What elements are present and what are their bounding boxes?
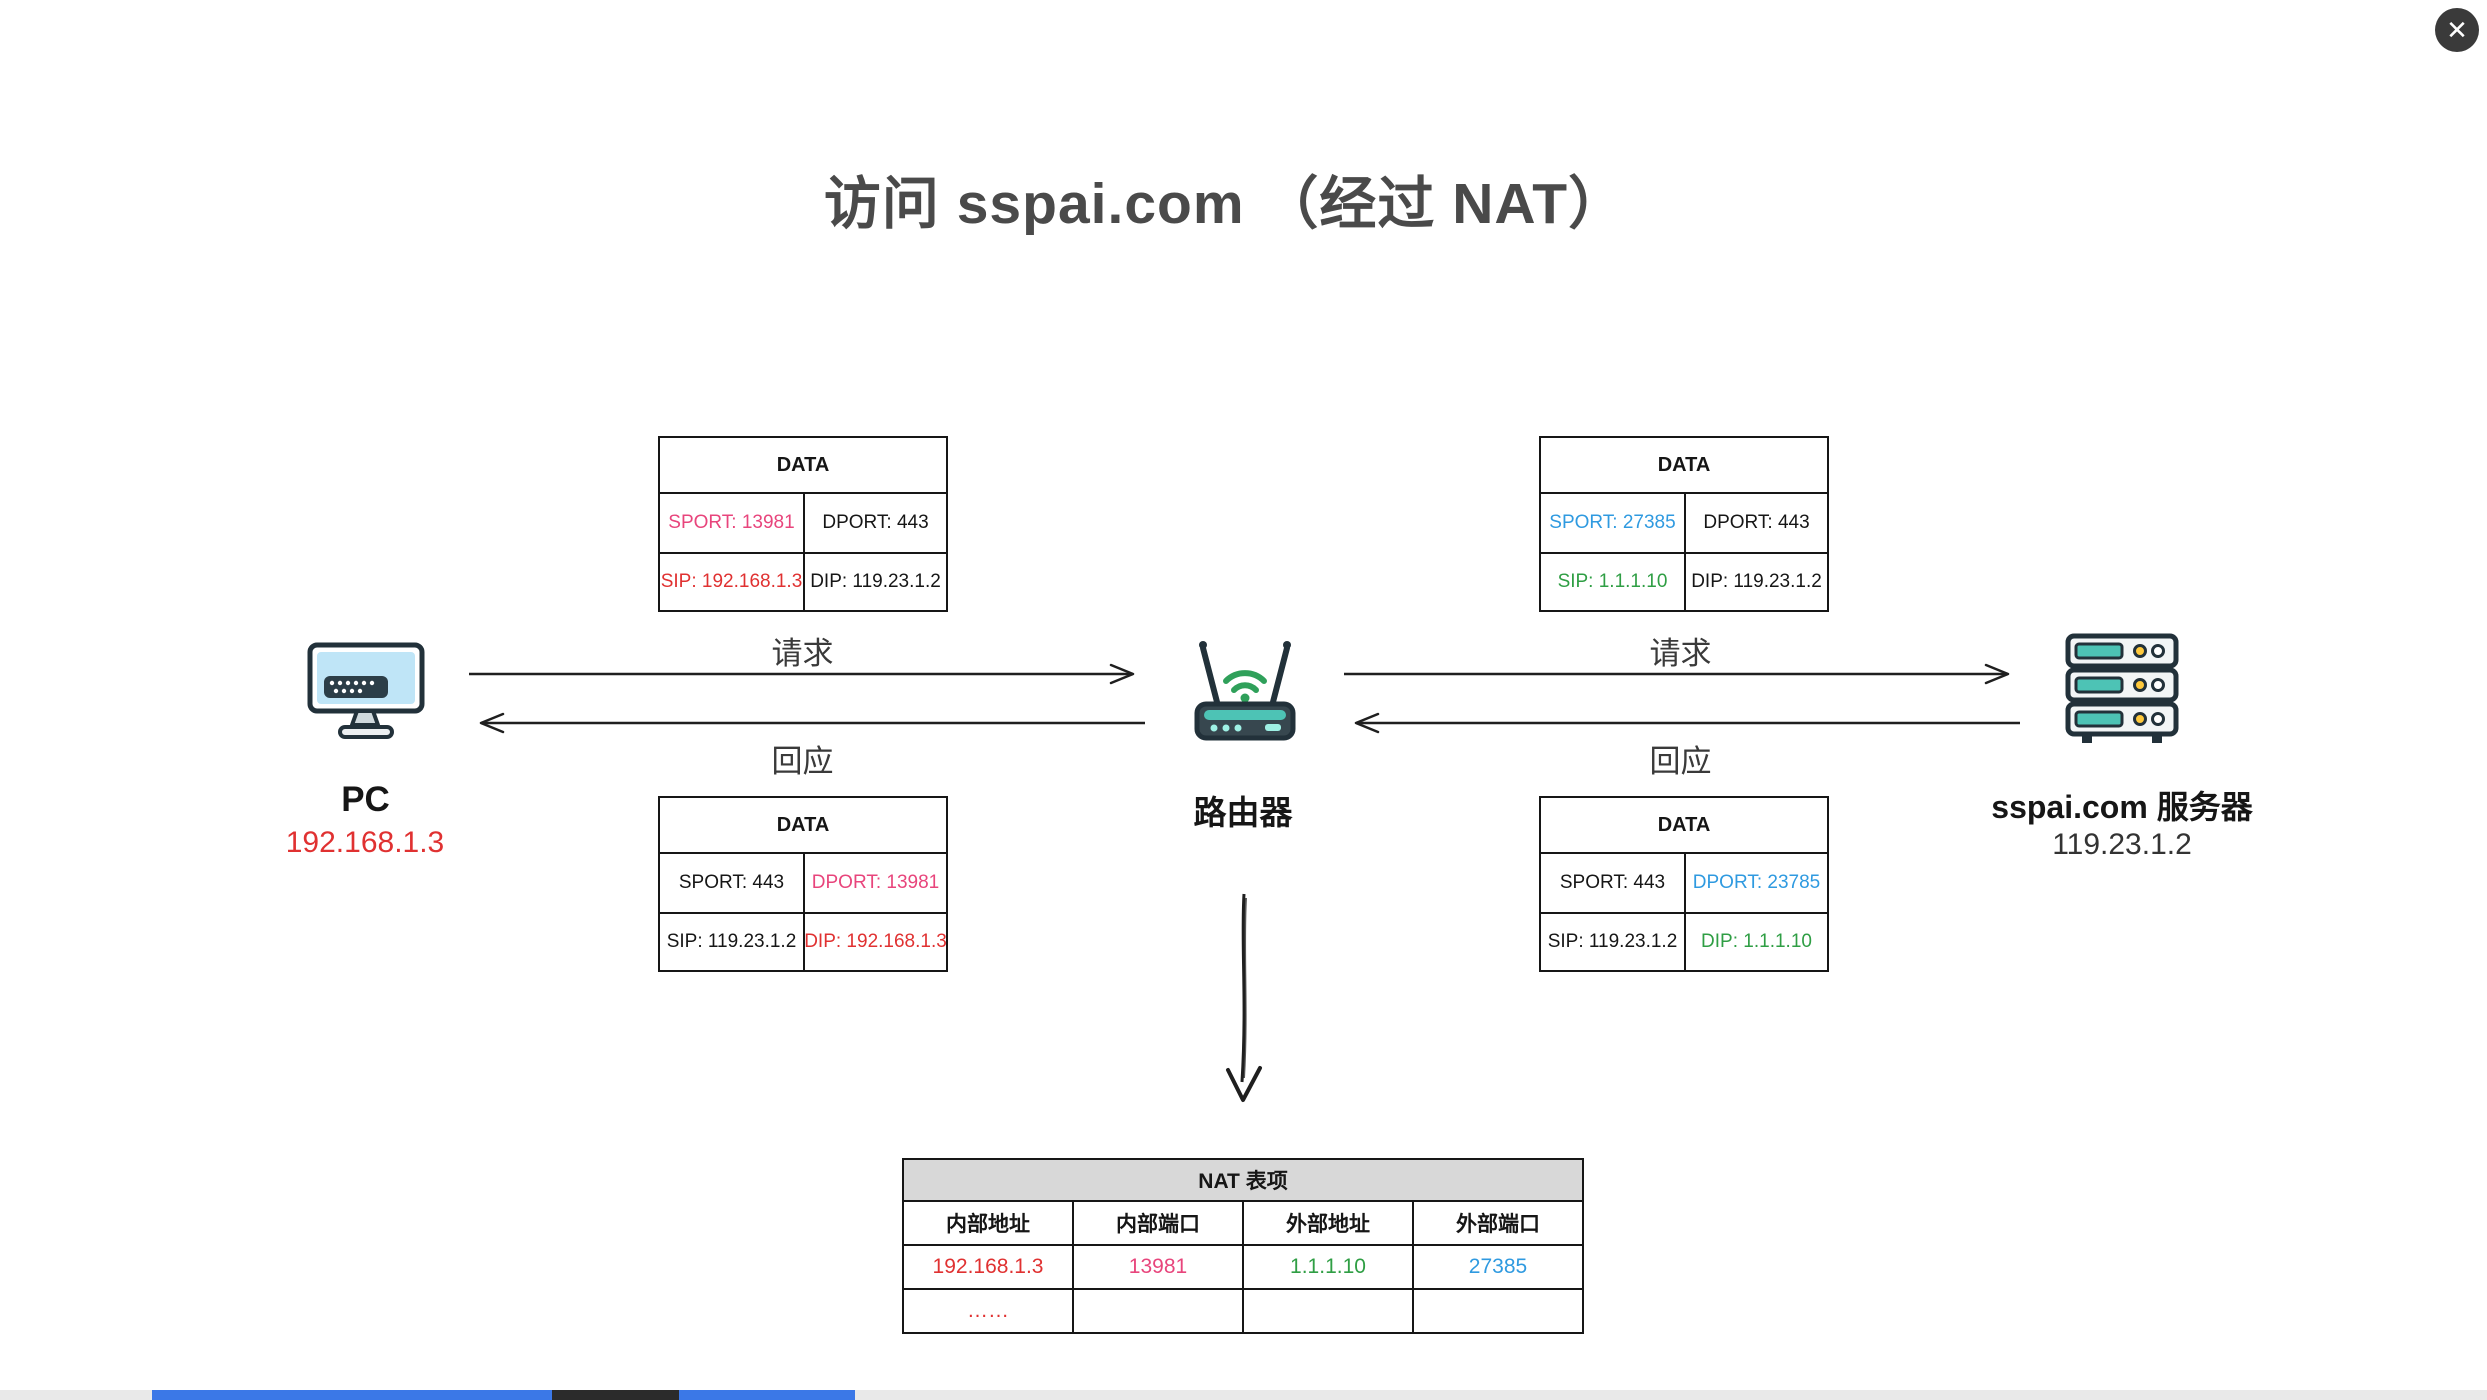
packet-sip: SIP: 119.23.1.2 xyxy=(666,931,797,952)
packet-sport: SPORT: 443 xyxy=(678,872,785,893)
bottom-progress-strip xyxy=(0,1390,2487,1400)
close-button[interactable]: ✕ xyxy=(2435,8,2479,52)
nat-internal-port xyxy=(1072,1288,1244,1334)
right-response-label: 回应 xyxy=(1649,744,1712,779)
packet-dport: DPORT: 23785 xyxy=(1684,854,1827,912)
packet-dport: DPORT: 13981 xyxy=(803,854,946,912)
pc-label: PC xyxy=(341,780,390,819)
right-request-label: 请求 xyxy=(1649,636,1712,671)
arrow-router-to-server xyxy=(1344,663,2010,685)
table-row: 192.168.1.3 13981 1.1.1.10 27385 xyxy=(902,1244,1584,1290)
packet-header: DATA xyxy=(660,798,946,854)
close-icon: ✕ xyxy=(2446,15,2468,45)
packet-header: DATA xyxy=(660,438,946,494)
packet-table-right-request: DATA SPORT: 27385 DPORT: 443 SIP: 1.1.1.… xyxy=(1539,436,1829,612)
strip-segment xyxy=(679,1390,855,1400)
nat-internal-port: 13981 xyxy=(1072,1244,1244,1290)
strip-segment xyxy=(152,1390,552,1400)
nat-internal-address: 192.168.1.3 xyxy=(902,1244,1074,1290)
arrow-pc-to-router xyxy=(469,663,1135,685)
packet-sport: SPORT: 27385 xyxy=(1549,512,1676,533)
arrow-router-to-pc xyxy=(479,712,1145,734)
nat-external-address: 1.1.1.10 xyxy=(1242,1244,1414,1290)
pc-icon xyxy=(307,642,425,739)
packet-table-left-response: DATA SPORT: 443 DPORT: 13981 SIP: 119.23… xyxy=(658,796,948,972)
nat-col-internal-port: 内部端口 xyxy=(1072,1200,1244,1246)
packet-sip: SIP: 192.168.1.3 xyxy=(660,571,803,592)
server-icon xyxy=(2065,633,2179,743)
left-response-label: 回应 xyxy=(771,744,834,779)
down-arrow-icon xyxy=(1226,893,1262,1102)
packet-dport: DPORT: 443 xyxy=(803,494,946,552)
packet-table-right-response: DATA SPORT: 443 DPORT: 23785 SIP: 119.23… xyxy=(1539,796,1829,972)
nat-col-external-port: 外部端口 xyxy=(1412,1200,1584,1246)
packet-dip: DIP: 1.1.1.10 xyxy=(1684,914,1827,970)
nat-col-internal-address: 内部地址 xyxy=(902,1200,1074,1246)
packet-sport: SPORT: 13981 xyxy=(668,512,795,533)
pc-ip: 192.168.1.3 xyxy=(285,826,445,859)
page-title: 访问 sspai.com （经过 NAT） xyxy=(823,172,1627,236)
packet-dip: DIP: 192.168.1.3 xyxy=(803,914,947,970)
packet-header: DATA xyxy=(1541,798,1827,854)
pc-node xyxy=(300,640,430,746)
server-ip: 119.23.1.2 xyxy=(2052,828,2192,861)
nat-col-external-address: 外部地址 xyxy=(1242,1200,1414,1246)
packet-sip: SIP: 119.23.1.2 xyxy=(1547,931,1678,952)
left-request-label: 请求 xyxy=(771,636,834,671)
nat-table: NAT 表项 内部地址 内部端口 外部地址 外部端口 192.168.1.3 1… xyxy=(902,1158,1584,1334)
strip-segment xyxy=(552,1390,679,1400)
packet-sip: SIP: 1.1.1.10 xyxy=(1557,571,1668,592)
nat-external-address xyxy=(1242,1288,1414,1334)
nat-external-port: 27385 xyxy=(1412,1244,1584,1290)
packet-table-left-request: DATA SPORT: 13981 DPORT: 443 SIP: 192.16… xyxy=(658,436,948,612)
arrow-server-to-router xyxy=(1354,712,2020,734)
packet-dip: DIP: 119.23.1.2 xyxy=(803,554,946,610)
table-row: …… xyxy=(902,1288,1584,1334)
packet-dip: DIP: 119.23.1.2 xyxy=(1684,554,1827,610)
server-label: sspai.com 服务器 xyxy=(1991,789,2253,825)
server-node xyxy=(2058,630,2186,746)
nat-internal-address: …… xyxy=(902,1288,1074,1334)
router-icon xyxy=(1194,641,1296,741)
router-label: 路由器 xyxy=(1193,794,1293,831)
nat-table-title: NAT 表项 xyxy=(902,1158,1584,1202)
packet-header: DATA xyxy=(1541,438,1827,494)
nat-external-port xyxy=(1412,1288,1584,1334)
router-node xyxy=(1183,632,1307,756)
nat-table-header-row: 内部地址 内部端口 外部地址 外部端口 xyxy=(902,1200,1584,1246)
packet-dport: DPORT: 443 xyxy=(1684,494,1827,552)
packet-sport: SPORT: 443 xyxy=(1559,872,1666,893)
